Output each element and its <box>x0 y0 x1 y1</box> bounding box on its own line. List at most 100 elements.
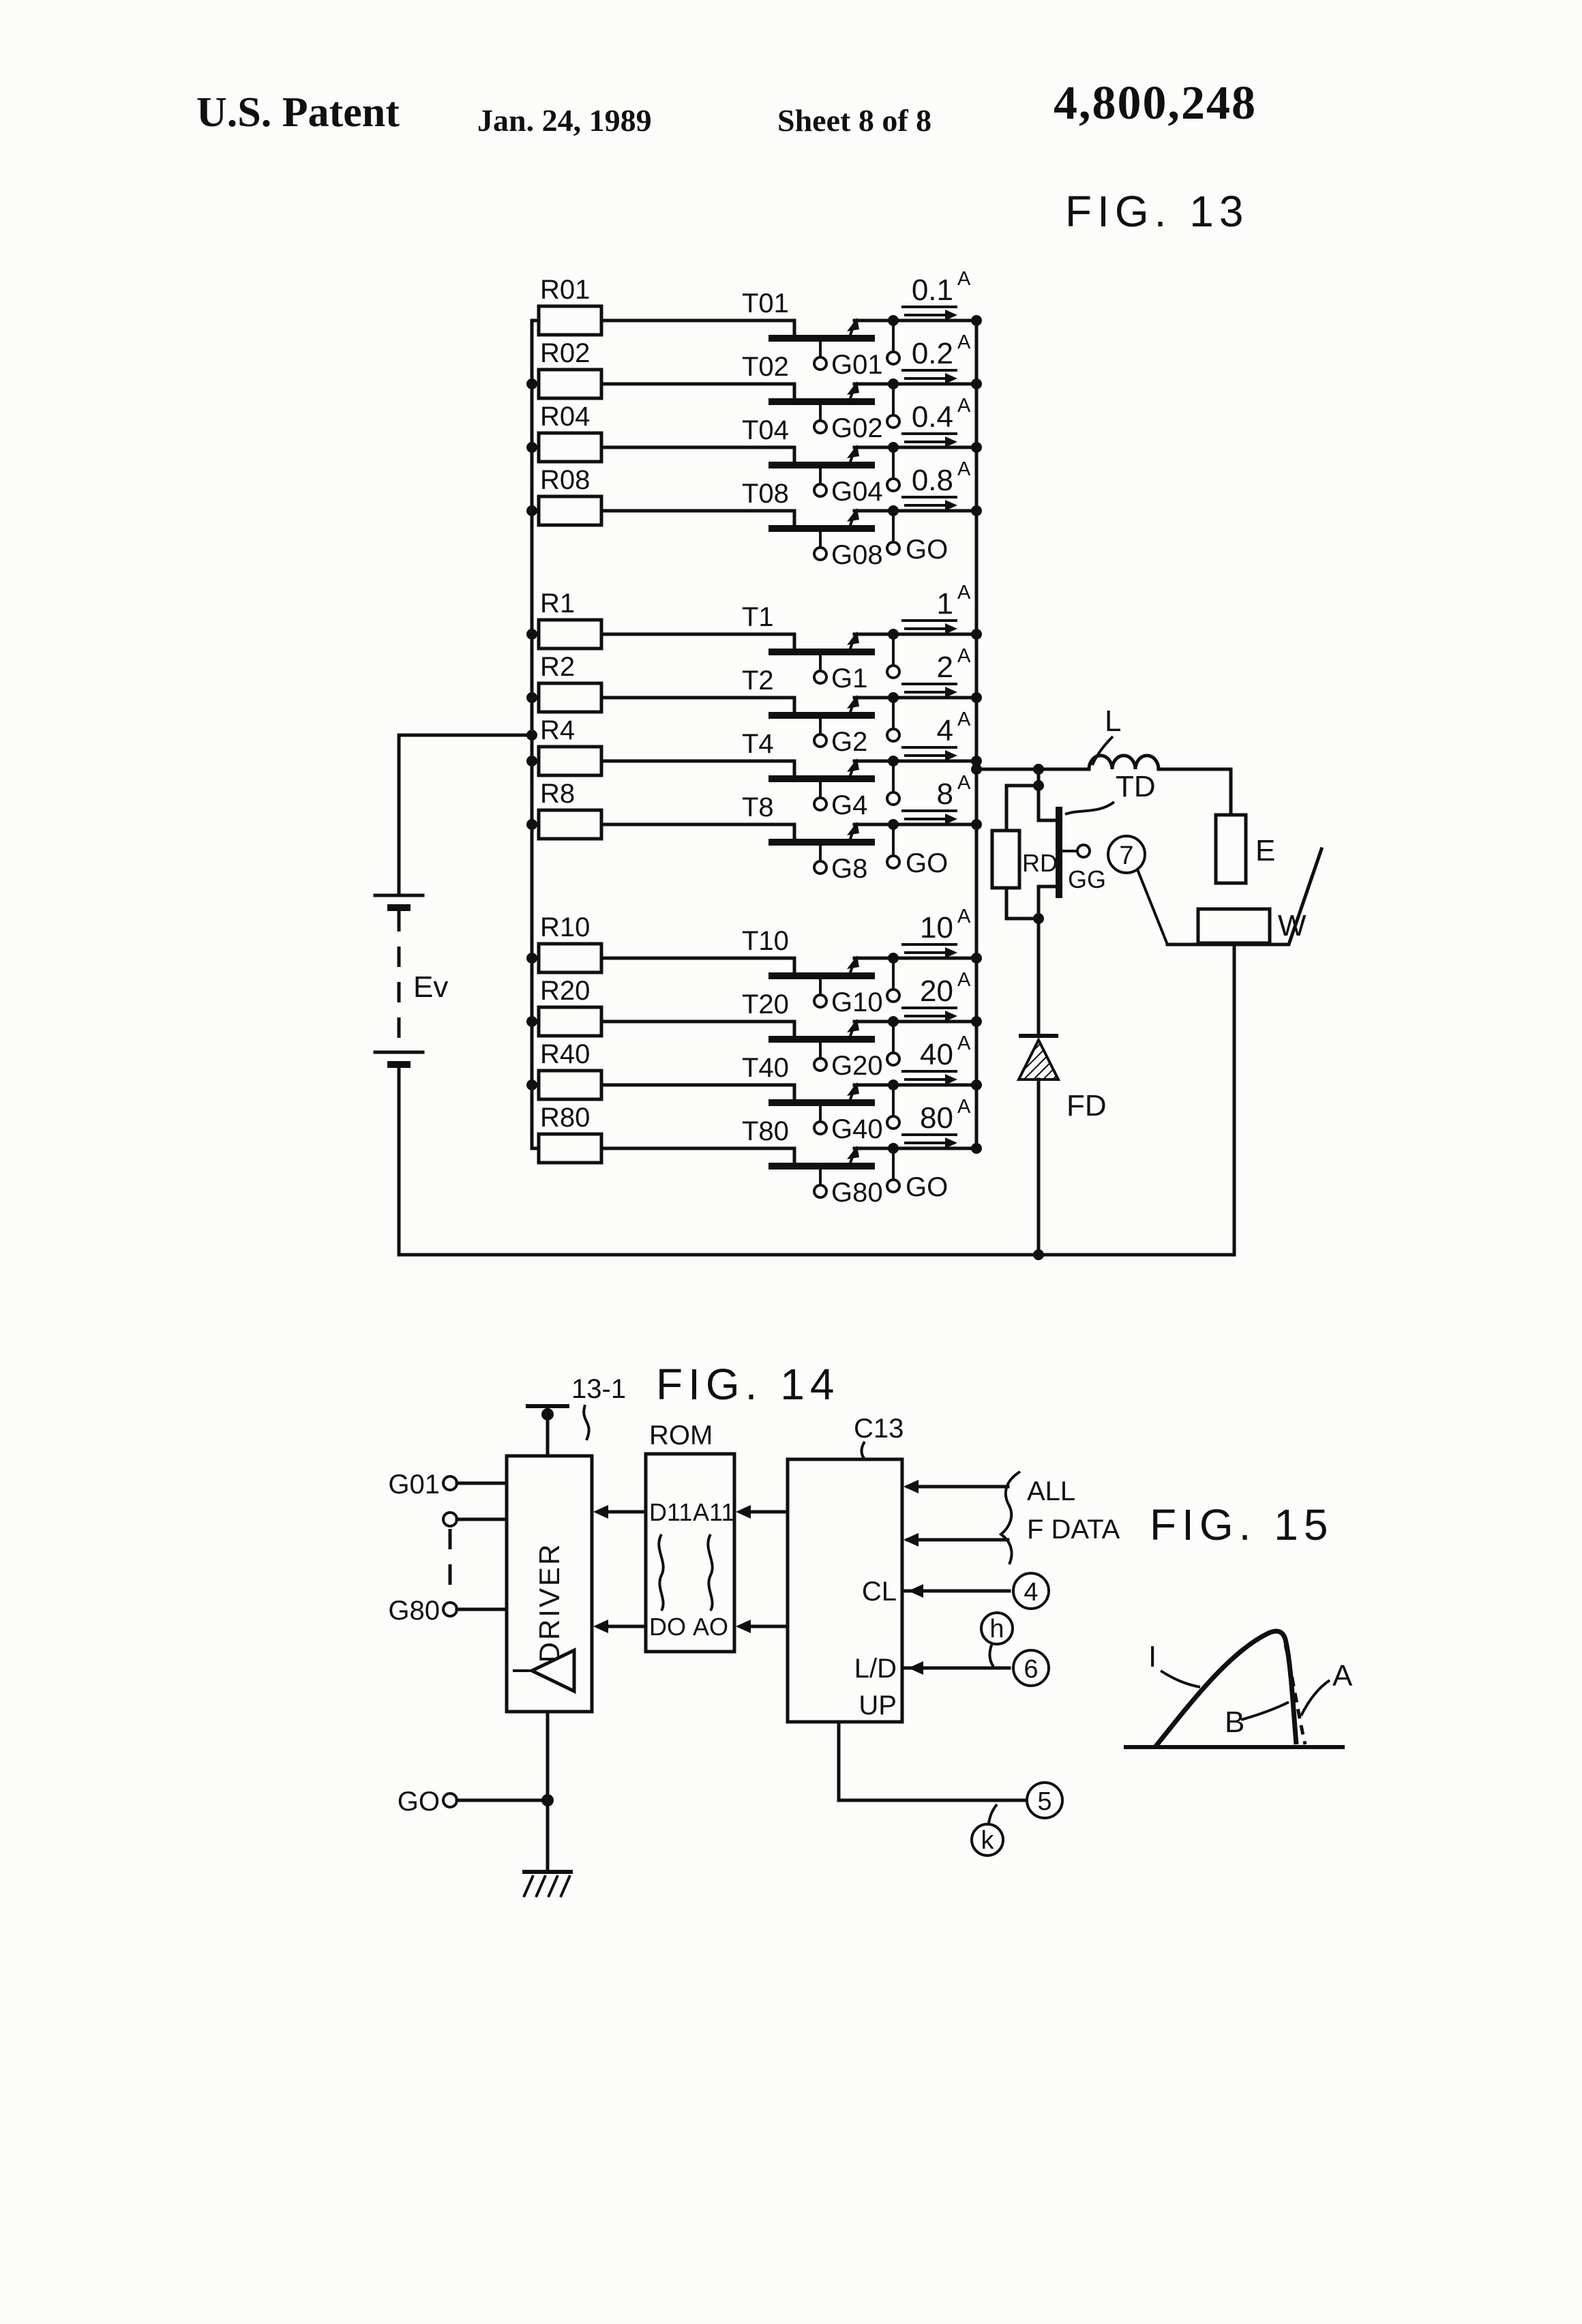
rom-d0-label: DO <box>649 1613 686 1641</box>
row-terminal <box>886 664 901 679</box>
ground-icon <box>522 1870 573 1898</box>
gate-terminal <box>813 546 828 561</box>
arrowhead-icon <box>945 1074 957 1085</box>
transistor-label: T02 <box>742 352 789 382</box>
resistor-label: R1 <box>540 589 575 619</box>
current-value: 4 <box>937 714 953 747</box>
gate-terminal <box>1076 844 1091 859</box>
junction-dot <box>971 505 982 516</box>
transistor-label: T01 <box>742 288 789 318</box>
alt-decay-curve <box>1283 1644 1307 1745</box>
circled-k-label: k <box>981 1826 995 1855</box>
wire <box>1036 884 1058 921</box>
current-value: 8 <box>937 777 953 811</box>
driver-block: DRIVER 13-1 <box>505 1374 626 1714</box>
fig13-row: R80 T80 G80 GO 80 A <box>530 1096 982 1208</box>
wire <box>1156 767 1233 817</box>
transistor-label: T1 <box>742 602 774 632</box>
gate-label: GG <box>1068 865 1106 893</box>
junction-dot <box>971 629 982 640</box>
junction-dot <box>971 442 982 453</box>
resistor-label: R8 <box>540 779 575 809</box>
rom-a0-label: AO <box>693 1613 728 1641</box>
arrowhead-icon <box>945 1011 957 1022</box>
squiggle <box>657 1534 665 1611</box>
current-unit: A <box>957 331 971 353</box>
leader-line <box>1159 1669 1201 1688</box>
current-value: 0.2 <box>912 337 953 370</box>
group-common-label: GO <box>906 535 948 565</box>
wire <box>837 1720 1028 1802</box>
leader-line <box>582 1404 591 1441</box>
arrowhead-icon <box>736 1620 751 1633</box>
current-unit: A <box>957 268 971 290</box>
arrowhead-icon <box>945 436 957 447</box>
workpiece-box <box>1196 907 1272 945</box>
gate-label: G2 <box>831 727 867 757</box>
gate-label: G10 <box>831 987 883 1017</box>
leader-line <box>1091 735 1114 766</box>
patent-header-title: U.S. Patent <box>196 89 400 136</box>
fig13-row: R8 T8 G8 GO 8 A <box>530 772 982 884</box>
resistor-label: R4 <box>540 715 575 745</box>
leader-line <box>987 1803 998 1824</box>
terminal-label: GO <box>398 1787 440 1817</box>
gate-label: G20 <box>831 1051 883 1081</box>
a-label: A <box>1332 1659 1353 1693</box>
leader-line <box>988 1643 995 1668</box>
junction-dot <box>971 692 982 703</box>
rom-label: ROM <box>649 1420 713 1450</box>
leader-line <box>1064 801 1116 816</box>
electrode-label: E <box>1255 834 1275 867</box>
rom-a11-label: A11 <box>693 1498 734 1526</box>
junction-dot <box>971 819 982 830</box>
arrowhead-icon <box>736 1505 751 1519</box>
thyristor-label: TD <box>1116 770 1156 803</box>
current-value: 10 <box>920 911 953 944</box>
wire <box>530 632 796 651</box>
row-terminal <box>886 477 901 492</box>
inductor-label: L <box>1105 704 1121 738</box>
fig13-row: R01 T01 G01 0.1 A <box>530 268 982 380</box>
squiggle <box>706 1534 714 1611</box>
wire <box>1004 886 1041 921</box>
bath-assembly: E W <box>1165 813 1324 1257</box>
wire <box>1036 784 1058 822</box>
current-curve <box>1153 1628 1299 1749</box>
arrowhead-icon <box>945 310 957 321</box>
fig14: FIG. 14 DRIVER 13-1 G01 <box>388 1360 1120 1898</box>
transistor-label: T10 <box>742 926 789 956</box>
arrowhead-icon <box>593 1505 608 1519</box>
arrowhead-icon <box>945 1137 957 1148</box>
junction-dot <box>971 315 982 326</box>
resistor-box <box>537 494 603 527</box>
gate-terminal <box>813 356 828 371</box>
terminal-circle <box>442 1601 458 1618</box>
leader-line <box>1240 1701 1289 1721</box>
fig13-row: R04 T04 G04 0.4 A <box>530 395 982 507</box>
transistor-label: T40 <box>742 1053 789 1083</box>
arrowhead-icon <box>904 1533 919 1547</box>
transistor-label: T04 <box>742 415 789 445</box>
resistor-box <box>537 745 603 777</box>
group-common-label: GO <box>906 848 948 878</box>
fig13-row: R2 T2 G2 2 A <box>530 645 982 757</box>
arrowhead-icon <box>908 1661 923 1675</box>
arrowhead-icon <box>945 814 957 824</box>
arrowhead-icon <box>945 750 957 761</box>
gate-label: G80 <box>831 1178 883 1208</box>
junction-dot <box>541 1408 554 1420</box>
gate-terminal <box>813 670 828 685</box>
leader-line <box>1136 869 1169 945</box>
circled-6 <box>1012 1649 1050 1687</box>
gate-label: G01 <box>831 350 883 380</box>
gate-terminal <box>813 733 828 748</box>
arrowhead-icon <box>945 623 957 634</box>
current-unit: A <box>957 709 971 730</box>
fig14-title: FIG. 14 <box>656 1360 839 1409</box>
row-terminal <box>886 1115 901 1130</box>
wire <box>530 1019 796 1039</box>
wire <box>530 1083 796 1102</box>
wire <box>530 696 796 715</box>
